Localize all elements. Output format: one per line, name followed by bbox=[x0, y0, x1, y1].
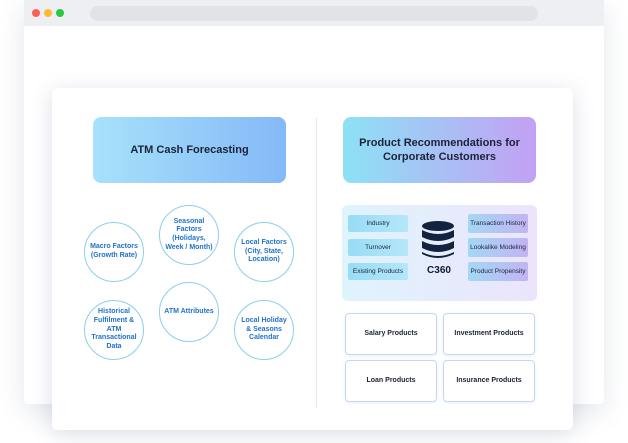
maximize-window-dot[interactable] bbox=[56, 9, 64, 17]
product-loan: Loan Products bbox=[345, 360, 437, 402]
c360-chip-product-propensity: Product Propensity bbox=[468, 262, 528, 281]
product-label: Loan Products bbox=[366, 376, 416, 384]
c360-chip-existing-products: Existing Products bbox=[348, 263, 408, 280]
panel-divider bbox=[316, 118, 317, 408]
browser-toolbar bbox=[24, 0, 604, 26]
factor-circle-historical: Historical Fulfilment & ATM Transactiona… bbox=[84, 300, 144, 360]
factor-label: Historical Fulfilment & ATM Transactiona… bbox=[91, 308, 137, 351]
product-salary: Salary Products bbox=[345, 313, 437, 355]
product-recommendations-header: Product Recommendations for Corporate Cu… bbox=[343, 117, 536, 183]
c360-chip-lookalike-modeling: Lookalike Modeling bbox=[468, 238, 528, 257]
c360-chip-transaction-history: Transaction History bbox=[468, 214, 528, 233]
c360-panel: Industry Turnover Existing Products Tran… bbox=[342, 205, 537, 301]
factor-label: Local Holiday & Seasons Calendar bbox=[241, 316, 287, 342]
factor-label: Local Factors (City, State, Location) bbox=[241, 238, 287, 264]
c360-chip-turnover: Turnover bbox=[348, 239, 408, 256]
factor-label: Macro Factors (Growth Rate) bbox=[90, 243, 138, 259]
product-investment: Investment Products bbox=[443, 313, 535, 355]
product-label: Salary Products bbox=[364, 329, 418, 337]
factor-label: ATM Attributes bbox=[164, 307, 214, 315]
c360-label: C360 bbox=[427, 265, 451, 276]
close-window-dot[interactable] bbox=[32, 9, 40, 17]
factor-circle-holiday-calendar: Local Holiday & Seasons Calendar bbox=[234, 300, 294, 360]
minimize-window-dot[interactable] bbox=[44, 9, 52, 17]
product-recommendations-title: Product Recommendations for Corporate Cu… bbox=[359, 136, 520, 163]
factor-label: Seasonal Factors (Holidays, Week / Month… bbox=[165, 217, 213, 251]
diagram-card: ATM Cash Forecasting Macro Factors (Grow… bbox=[52, 88, 573, 430]
factor-circle-atm-attributes: ATM Attributes bbox=[159, 282, 219, 342]
factor-circle-macro: Macro Factors (Growth Rate) bbox=[84, 222, 144, 282]
atm-cash-forecasting-title: ATM Cash Forecasting bbox=[130, 144, 249, 156]
database-icon bbox=[422, 221, 454, 258]
c360-chip-industry: Industry bbox=[348, 215, 408, 232]
product-label: Insurance Products bbox=[456, 376, 522, 384]
product-insurance: Insurance Products bbox=[443, 360, 535, 402]
factor-circle-seasonal: Seasonal Factors (Holidays, Week / Month… bbox=[159, 205, 219, 265]
atm-cash-forecasting-header: ATM Cash Forecasting bbox=[93, 117, 286, 183]
factor-circle-local: Local Factors (City, State, Location) bbox=[234, 222, 294, 282]
product-label: Investment Products bbox=[454, 329, 524, 337]
address-bar[interactable] bbox=[90, 6, 538, 21]
